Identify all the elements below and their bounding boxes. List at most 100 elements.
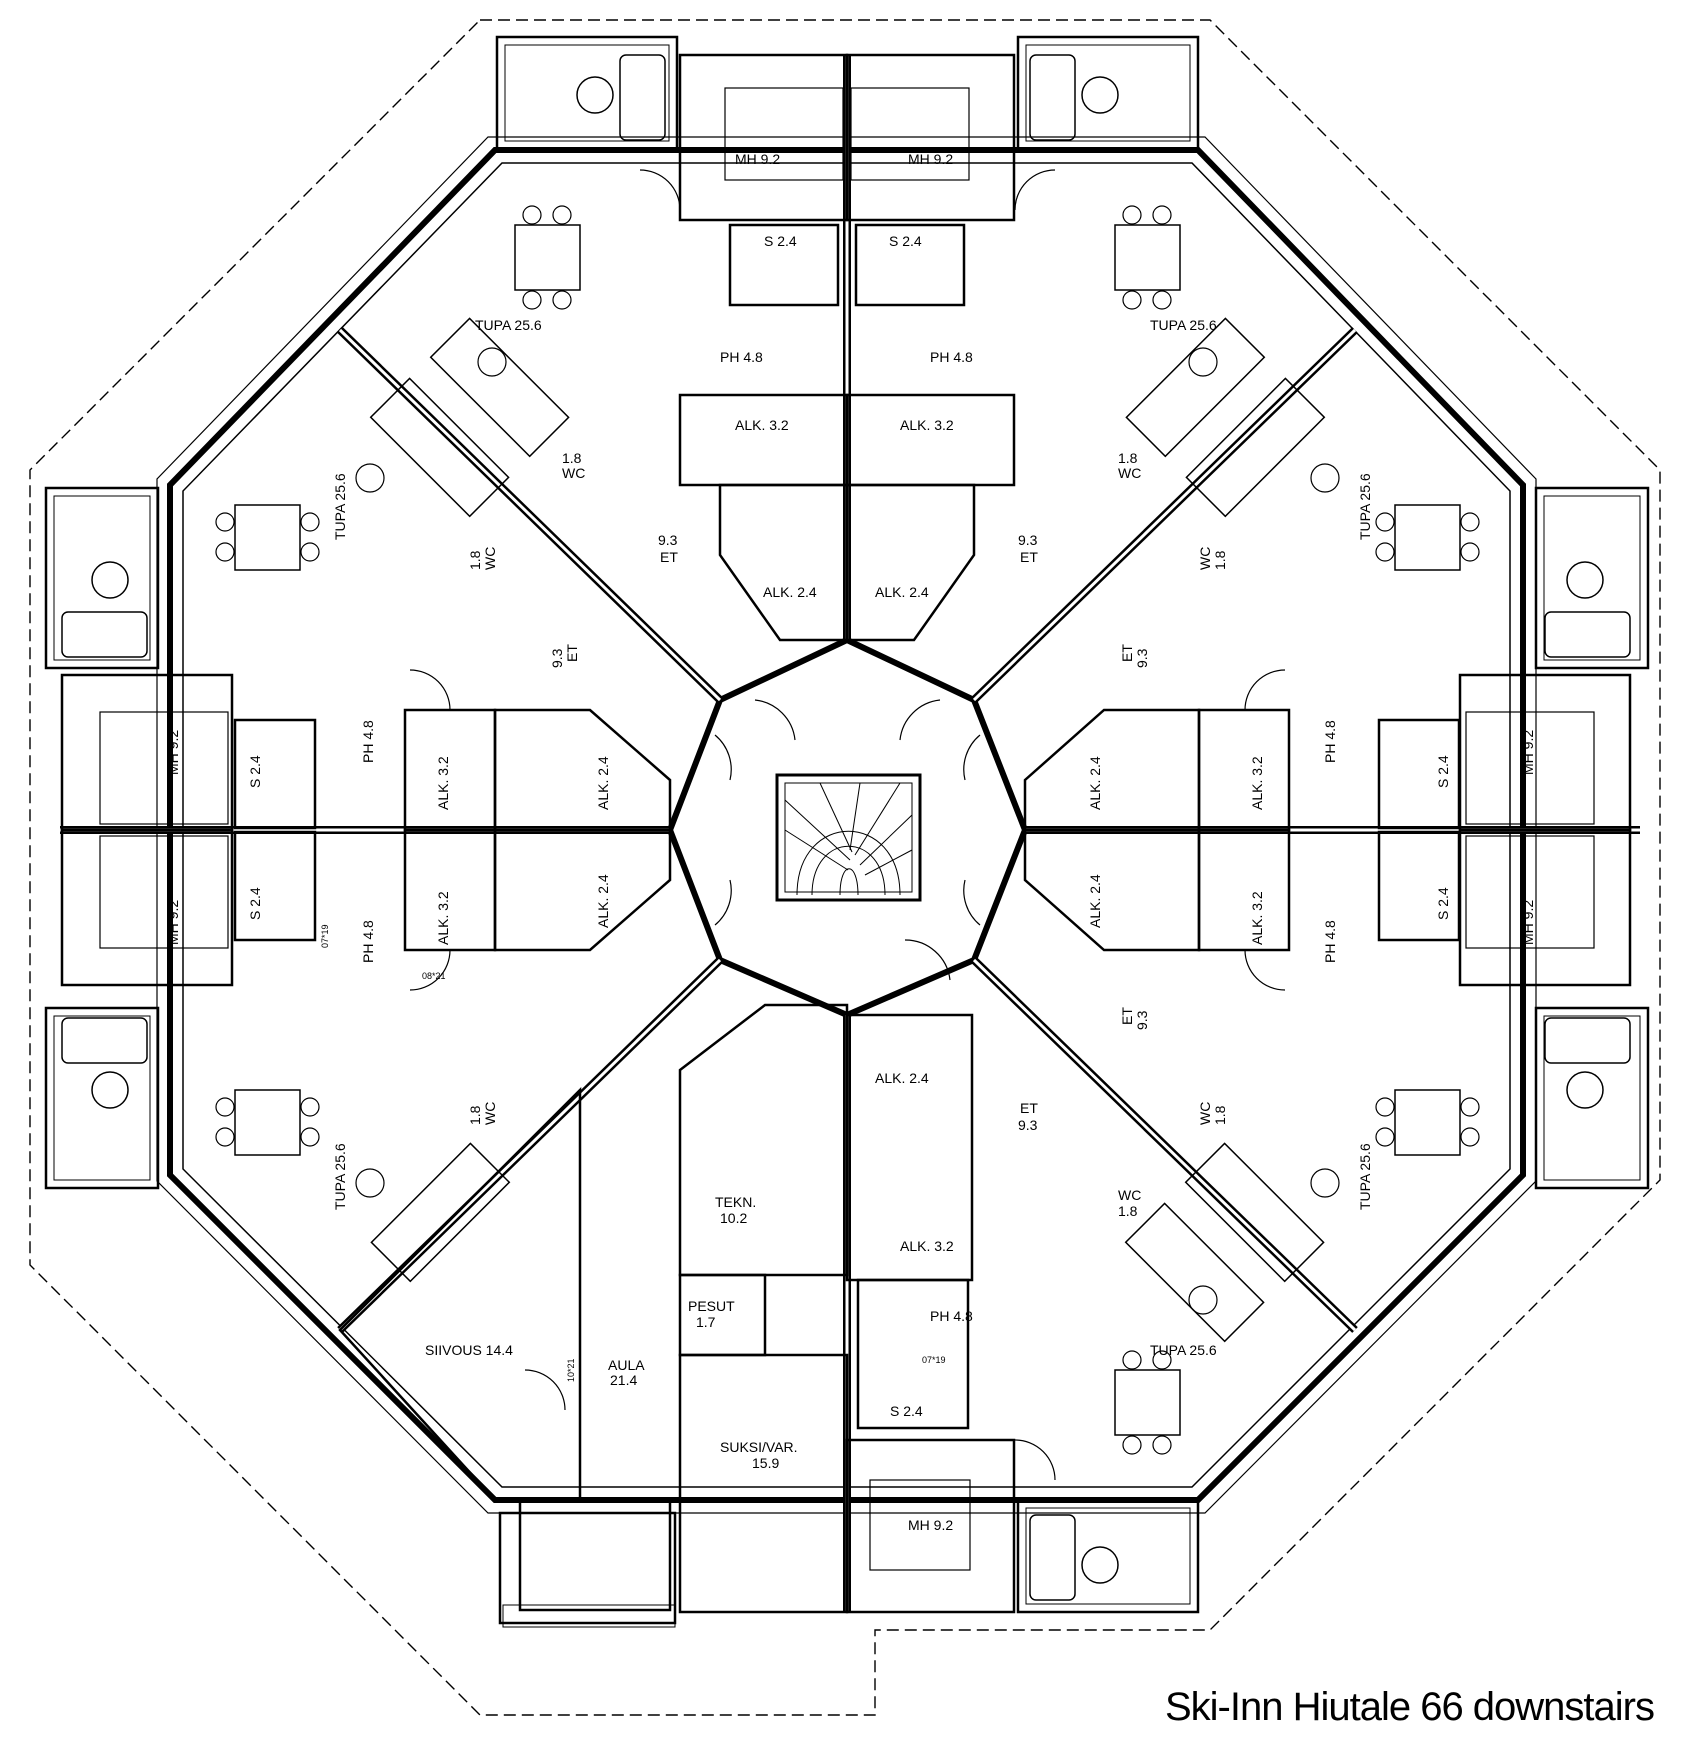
suksi-label: SUKSI/VAR. — [720, 1439, 798, 1455]
aula-label: AULA — [608, 1357, 645, 1373]
aula-value: 21.4 — [610, 1372, 637, 1388]
door-swings — [409, 169, 1286, 1481]
et-s-label: ET — [1020, 1100, 1038, 1116]
alk24-s-label: ALK. 2.4 — [875, 1070, 929, 1086]
pesut-value: 1.7 — [696, 1314, 716, 1330]
s-w-top-label: S 2.4 — [247, 755, 263, 788]
wc-e-label: WC — [1197, 547, 1213, 570]
et-nw-value: 9.3 — [658, 532, 678, 548]
tupa-nw-label: TUPA 25.6 — [475, 317, 542, 333]
balconies — [44, 35, 1650, 1628]
alk24-e-top-label: ALK. 2.4 — [1087, 756, 1103, 810]
balcony-furniture — [61, 54, 1631, 1601]
wc-w-value: 1.8 — [467, 550, 483, 570]
south-rooms — [338, 1003, 1016, 1614]
outer-wall-outer-line — [156, 136, 1537, 1514]
ph-w-top-label: PH 4.8 — [360, 720, 376, 763]
mh-s-label: MH 9.2 — [908, 1517, 953, 1533]
mh-w-top-label: MH 9.2 — [165, 730, 181, 775]
pesut-label: PESUT — [688, 1298, 735, 1314]
alk24-e-bottom-label: ALK. 2.4 — [1087, 874, 1103, 928]
et-nw-label: ET — [660, 549, 678, 565]
door-codes: 07*19 08*21 10*21 07*19 — [320, 924, 946, 1382]
site-boundary — [29, 19, 1661, 1716]
alk32-w-top-label: ALK. 3.2 — [435, 756, 451, 810]
mh-e-top-label: MH 9.2 — [1520, 730, 1536, 775]
tupa-ne-label: TUPA 25.6 — [1150, 317, 1217, 333]
east-rooms — [1023, 673, 1632, 987]
wc-nw-label: WC — [562, 465, 585, 481]
s-w-bottom-label: S 2.4 — [247, 887, 263, 920]
wc-ne-value: 1.8 — [1118, 450, 1138, 466]
partition-walls — [60, 55, 1640, 1612]
west-rooms — [60, 673, 672, 987]
alk24-n-left-label: ALK. 2.4 — [763, 584, 817, 600]
door-code-1: 07*19 — [320, 924, 330, 948]
wc-s-value: 1.8 — [1118, 1203, 1138, 1219]
ph-n-left-label: PH 4.8 — [720, 349, 763, 365]
et-w-label: ET — [564, 644, 580, 662]
et-se-label: ET — [1119, 1007, 1135, 1025]
s-e-top-label: S 2.4 — [1435, 755, 1451, 788]
plan-caption: Ski-Inn Hiutale 66 downstairs — [1164, 1685, 1655, 1729]
siivous-label: SIIVOUS 14.4 — [425, 1342, 513, 1358]
room-labels: TUPA 25.6 TUPA 25.6 TUPA 25.6 TUPA 25.6 … — [165, 151, 1536, 1533]
central-hall — [666, 636, 1029, 1019]
wc-w-label: WC — [482, 547, 498, 570]
ph-n-right-label: PH 4.8 — [930, 349, 973, 365]
ph-s-label: PH 4.8 — [930, 1308, 973, 1324]
wc-nw-value: 1.8 — [562, 450, 582, 466]
wc-s-label: WC — [1118, 1187, 1141, 1203]
et-e-label: ET — [1119, 644, 1135, 662]
tupa-ene-label: TUPA 25.6 — [1357, 473, 1373, 540]
alk32-n-left-label: ALK. 3.2 — [735, 417, 789, 433]
tupa-ese-label: TUPA 25.6 — [1357, 1143, 1373, 1210]
alk32-n-right-label: ALK. 3.2 — [900, 417, 954, 433]
tekn-label: TEKN. — [715, 1194, 756, 1210]
dining-chairs — [215, 205, 1480, 1455]
et-ne-value: 9.3 — [1018, 532, 1038, 548]
door-code-3: 10*21 — [566, 1358, 576, 1382]
s-n-right-label: S 2.4 — [889, 233, 922, 249]
wc-sw-label: WC — [482, 1102, 498, 1125]
dining-tables — [234, 224, 1461, 1436]
s-s-label: S 2.4 — [890, 1403, 923, 1419]
alk32-e-top-label: ALK. 3.2 — [1249, 756, 1265, 810]
door-code-4: 07*19 — [922, 1355, 946, 1365]
tupa-se-label: TUPA 25.6 — [1150, 1342, 1217, 1358]
tupa-wsw-label: TUPA 25.6 — [332, 1143, 348, 1210]
alk32-w-bottom-label: ALK. 3.2 — [435, 891, 451, 945]
wc-ne-label: WC — [1118, 465, 1141, 481]
door-code-2: 08*21 — [422, 971, 446, 981]
s-e-bottom-label: S 2.4 — [1435, 887, 1451, 920]
wc-e-value: 1.8 — [1212, 550, 1228, 570]
alk32-e-bottom-label: ALK. 3.2 — [1249, 891, 1265, 945]
side-tables — [355, 347, 1340, 1315]
ph-w-bottom-label: PH 4.8 — [360, 920, 376, 963]
alk32-s-label: ALK. 3.2 — [900, 1238, 954, 1254]
wc-se-label: WC — [1197, 1102, 1213, 1125]
mh-n-right-label: MH 9.2 — [908, 151, 953, 167]
et-e-value: 9.3 — [1134, 648, 1150, 668]
alk24-w-top-label: ALK. 2.4 — [595, 756, 611, 810]
alk24-n-right-label: ALK. 2.4 — [875, 584, 929, 600]
mh-e-bottom-label: MH 9.2 — [1520, 900, 1536, 945]
ph-e-bottom-label: PH 4.8 — [1322, 920, 1338, 963]
outer-wall-inner-line — [182, 162, 1511, 1488]
tupa-wnw-label: TUPA 25.6 — [332, 473, 348, 540]
et-ne-label: ET — [1020, 549, 1038, 565]
sofas — [369, 317, 1326, 1343]
staircase — [775, 773, 922, 902]
ph-e-top-label: PH 4.8 — [1322, 720, 1338, 763]
wc-se-value: 1.8 — [1212, 1105, 1228, 1125]
tekn-value: 10.2 — [720, 1210, 747, 1226]
s-n-left-label: S 2.4 — [764, 233, 797, 249]
mh-w-bottom-label: MH 9.2 — [165, 900, 181, 945]
et-w-value: 9.3 — [549, 648, 565, 668]
et-s-value: 9.3 — [1018, 1117, 1038, 1133]
north-rooms — [678, 53, 1016, 642]
suksi-value: 15.9 — [752, 1455, 779, 1471]
wc-sw-value: 1.8 — [467, 1105, 483, 1125]
alk24-w-bottom-label: ALK. 2.4 — [595, 874, 611, 928]
